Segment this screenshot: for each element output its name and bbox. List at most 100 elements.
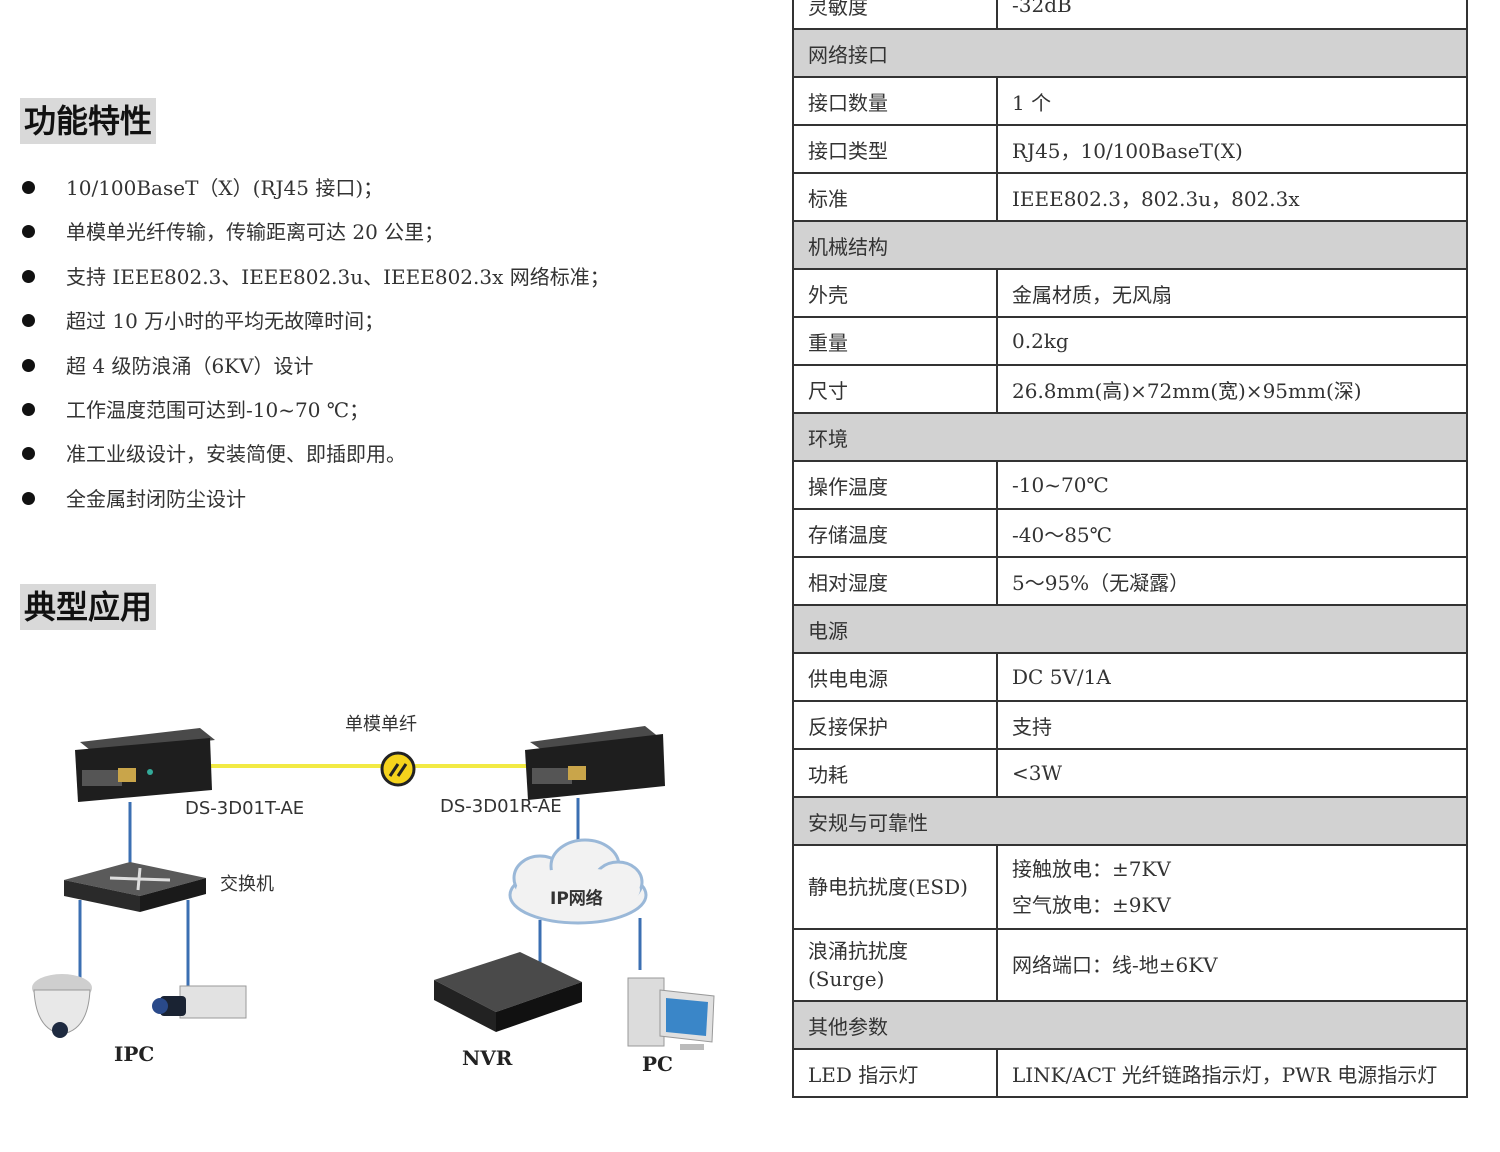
section-title: 机械结构	[792, 220, 1468, 270]
bullet-icon	[22, 491, 35, 505]
features-heading: 功能特性	[20, 98, 157, 144]
feature-text: 工作温度范围可达到-10~70 ℃；	[66, 397, 370, 422]
section-title: 电源	[792, 604, 1468, 654]
table-row: 浪涌抗扰度 (Surge) 网络端口：线-地±6KV	[792, 928, 1468, 1002]
spec-key-line: 浪涌抗扰度	[808, 939, 908, 963]
feature-text: 超过 10 万小时的平均无故障时间；	[66, 309, 385, 334]
spec-value: -32dB	[996, 0, 1468, 30]
feature-item: 工作温度范围可达到-10~70 ℃；	[20, 388, 610, 432]
feature-text: 10/100BaseT（X）(RJ45 接口)；	[66, 176, 384, 200]
application-diagram: 单模单纤 DS-3D01T-AE DS-3D01R-AE 交换机 IP网络 IP…	[20, 690, 750, 1110]
transmitter-device-icon	[75, 728, 215, 802]
feature-text: 支持 IEEE802.3、IEEE802.3u、IEEE802.3x 网络标准；	[66, 264, 610, 289]
table-row: 操作温度-10~70℃	[792, 460, 1468, 510]
table-row: 外壳金属材质，无风扇	[792, 268, 1468, 318]
spec-key: 存储温度	[792, 508, 998, 558]
pc-label: PC	[642, 1052, 673, 1076]
feature-list: 10/100BaseT（X）(RJ45 接口)； 单模单光纤传输，传输距离可达 …	[20, 166, 610, 521]
section-row: 机械结构	[792, 220, 1468, 270]
spec-key: 接口数量	[792, 76, 998, 126]
feature-item: 单模单光纤传输，传输距离可达 20 公里；	[20, 210, 610, 254]
spec-key: 功耗	[792, 748, 998, 798]
transmitter-label: DS-3D01T-AE	[185, 798, 305, 819]
applications-heading: 典型应用	[20, 584, 157, 630]
fiber-connector-icon	[380, 751, 416, 787]
spec-value-line: 接触放电：±7KV	[1012, 857, 1171, 881]
feature-item: 超过 10 万小时的平均无故障时间；	[20, 299, 610, 343]
bullet-icon	[22, 447, 35, 461]
spec-key: 相对湿度	[792, 556, 998, 606]
receiver-label: DS-3D01R-AE	[440, 796, 562, 817]
bullet-icon	[22, 181, 35, 194]
spec-value-line: 空气放电：±9KV	[1012, 893, 1171, 917]
spec-value: 26.8mm(高)×72mm(宽)×95mm(深)	[996, 364, 1468, 414]
table-row: 灵敏度-32dB	[792, 0, 1468, 30]
spec-value: -40～85℃	[996, 508, 1468, 558]
feature-item: 10/100BaseT（X）(RJ45 接口)；	[20, 166, 610, 210]
table-row: 存储温度-40～85℃	[792, 508, 1468, 558]
feature-item: 全金属封闭防尘设计	[20, 477, 610, 521]
bullet-icon	[22, 225, 35, 239]
feature-item: 支持 IEEE802.3、IEEE802.3u、IEEE802.3x 网络标准；	[20, 255, 610, 299]
spec-value: DC 5V/1A	[996, 652, 1468, 702]
spec-value: 1 个	[996, 76, 1468, 126]
dome-camera-icon	[32, 974, 92, 1038]
bullet-icon	[22, 269, 35, 283]
feature-text: 准工业级设计，安装简便、即插即用。	[66, 442, 406, 467]
nvr-icon	[434, 952, 582, 1032]
spec-key: 外壳	[792, 268, 998, 318]
section-title: 安规与可靠性	[792, 796, 1468, 846]
spec-value: LINK/ACT 光纤链路指示灯，PWR 电源指示灯	[996, 1048, 1468, 1098]
table-row: 静电抗扰度(ESD) 接触放电：±7KV 空气放电：±9KV	[792, 844, 1468, 930]
section-row: 环境	[792, 412, 1468, 462]
section-row: 安规与可靠性	[792, 796, 1468, 846]
spec-value: 5～95%（无凝露）	[996, 556, 1468, 606]
box-camera-icon	[152, 985, 247, 1019]
spec-key: 操作温度	[792, 460, 998, 510]
spec-value: 接触放电：±7KV 空气放电：±9KV	[996, 844, 1468, 930]
bullet-icon	[22, 314, 35, 328]
section-title: 环境	[792, 412, 1468, 462]
spec-key: 反接保护	[792, 700, 998, 750]
section-title: 网络接口	[792, 28, 1468, 78]
table-row: 反接保护支持	[792, 700, 1468, 750]
spec-key: 尺寸	[792, 364, 998, 414]
spec-key: 重量	[792, 316, 998, 366]
spec-key: 静电抗扰度(ESD)	[792, 844, 998, 930]
table-row: 功耗<3W	[792, 748, 1468, 798]
bullet-icon	[22, 358, 35, 372]
spec-key-line: (Surge)	[808, 967, 885, 991]
spec-value: <3W	[996, 748, 1468, 798]
fiber-label: 单模单纤	[345, 714, 417, 735]
network-label: IP网络	[550, 889, 603, 909]
spec-value: -10~70℃	[996, 460, 1468, 510]
ip-network-cloud-icon	[508, 838, 648, 925]
receiver-device-icon	[525, 726, 665, 800]
spec-value: 网络端口：线-地±6KV	[996, 928, 1468, 1002]
ipc-label: IPC	[114, 1042, 155, 1066]
section-row: 电源	[792, 604, 1468, 654]
spec-key: 标准	[792, 172, 998, 222]
feature-text: 全金属封闭防尘设计	[66, 486, 246, 511]
feature-item: 超 4 级防浪涌（6KV）设计	[20, 344, 610, 388]
spec-key: 浪涌抗扰度 (Surge)	[792, 928, 998, 1002]
spec-key: 灵敏度	[792, 0, 998, 30]
spec-value: RJ45，10/100BaseT(X)	[996, 124, 1468, 174]
spec-key: 供电电源	[792, 652, 998, 702]
spec-value: 金属材质，无风扇	[996, 268, 1468, 318]
bullet-icon	[22, 402, 35, 416]
spec-key: 接口类型	[792, 124, 998, 174]
switch-icon	[64, 862, 206, 912]
section-row: 网络接口	[792, 28, 1468, 78]
section-row: 其他参数	[792, 1000, 1468, 1050]
spec-key: LED 指示灯	[792, 1048, 998, 1098]
section-title: 其他参数	[792, 1000, 1468, 1050]
